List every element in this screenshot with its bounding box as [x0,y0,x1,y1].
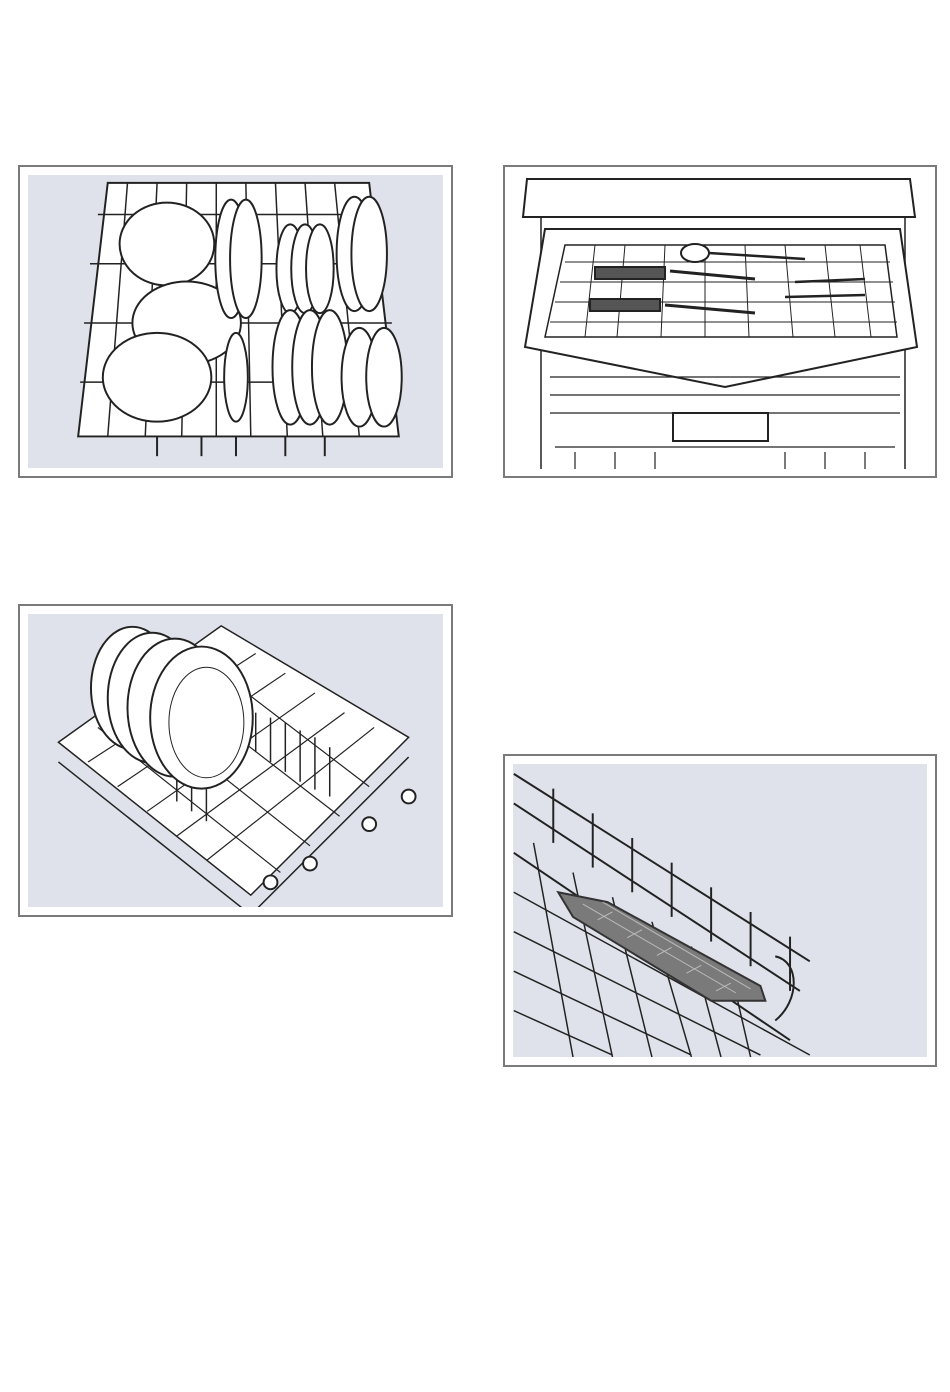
lower-rack-panel [28,614,443,907]
lower-rack-figure [18,604,453,917]
rack-insert-illustration-icon [513,764,927,1057]
cutlery-drawer-illustration-icon [505,167,935,476]
upper-rack-panel [28,175,443,468]
cutlery-drawer-panel [505,167,935,476]
dish-rack-illustration-icon [28,175,443,468]
cutlery-drawer-figure [503,165,937,478]
lower-basket-illustration-icon [28,614,443,907]
upper-rack-figure [18,165,453,478]
rack-insert-figure [503,754,937,1067]
rack-insert-panel [513,764,927,1057]
